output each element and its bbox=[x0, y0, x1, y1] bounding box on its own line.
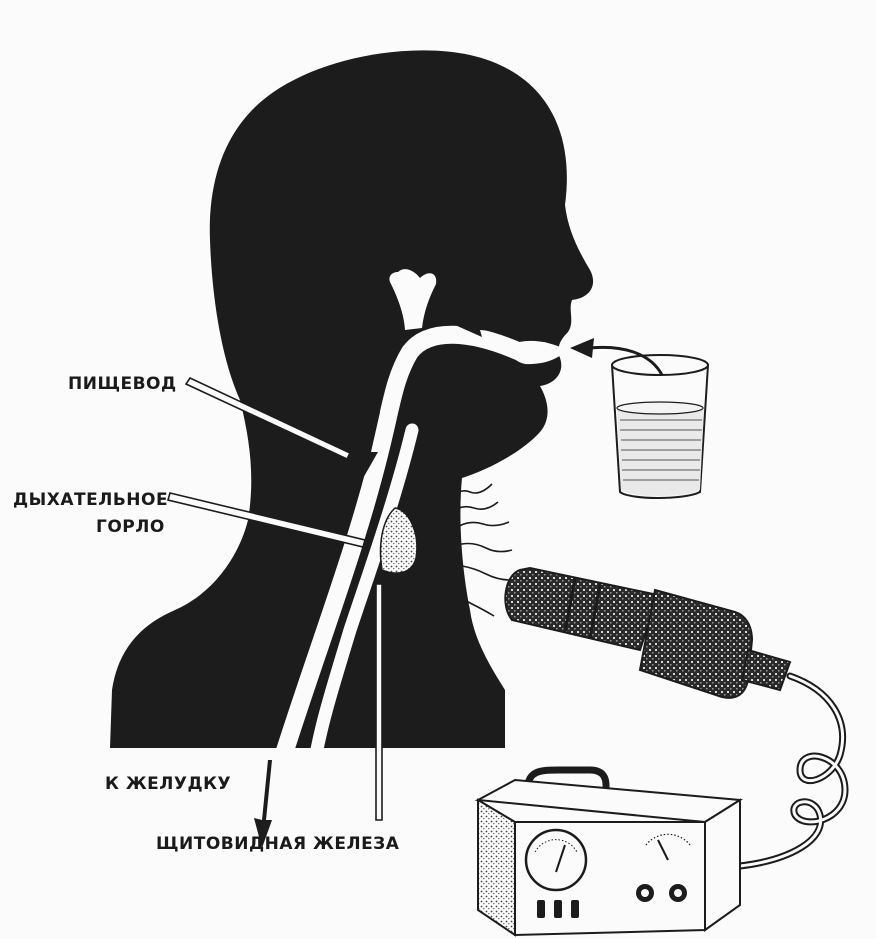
label-to-stomach: К ЖЕЛУДКУ bbox=[105, 774, 231, 795]
counter-box-icon bbox=[478, 770, 740, 935]
glass-of-water-icon bbox=[612, 355, 708, 498]
label-windpipe-line1: ДЫХАТЕЛЬНОЕ bbox=[13, 490, 168, 511]
radiation-detector-probe-icon bbox=[505, 568, 790, 698]
label-windpipe-line2: ГОРЛО bbox=[96, 517, 165, 538]
label-thyroid: ЩИТОВИДНАЯ ЖЕЛЕЗА bbox=[156, 834, 399, 855]
label-esophagus: ПИЩЕВОД bbox=[68, 374, 177, 395]
